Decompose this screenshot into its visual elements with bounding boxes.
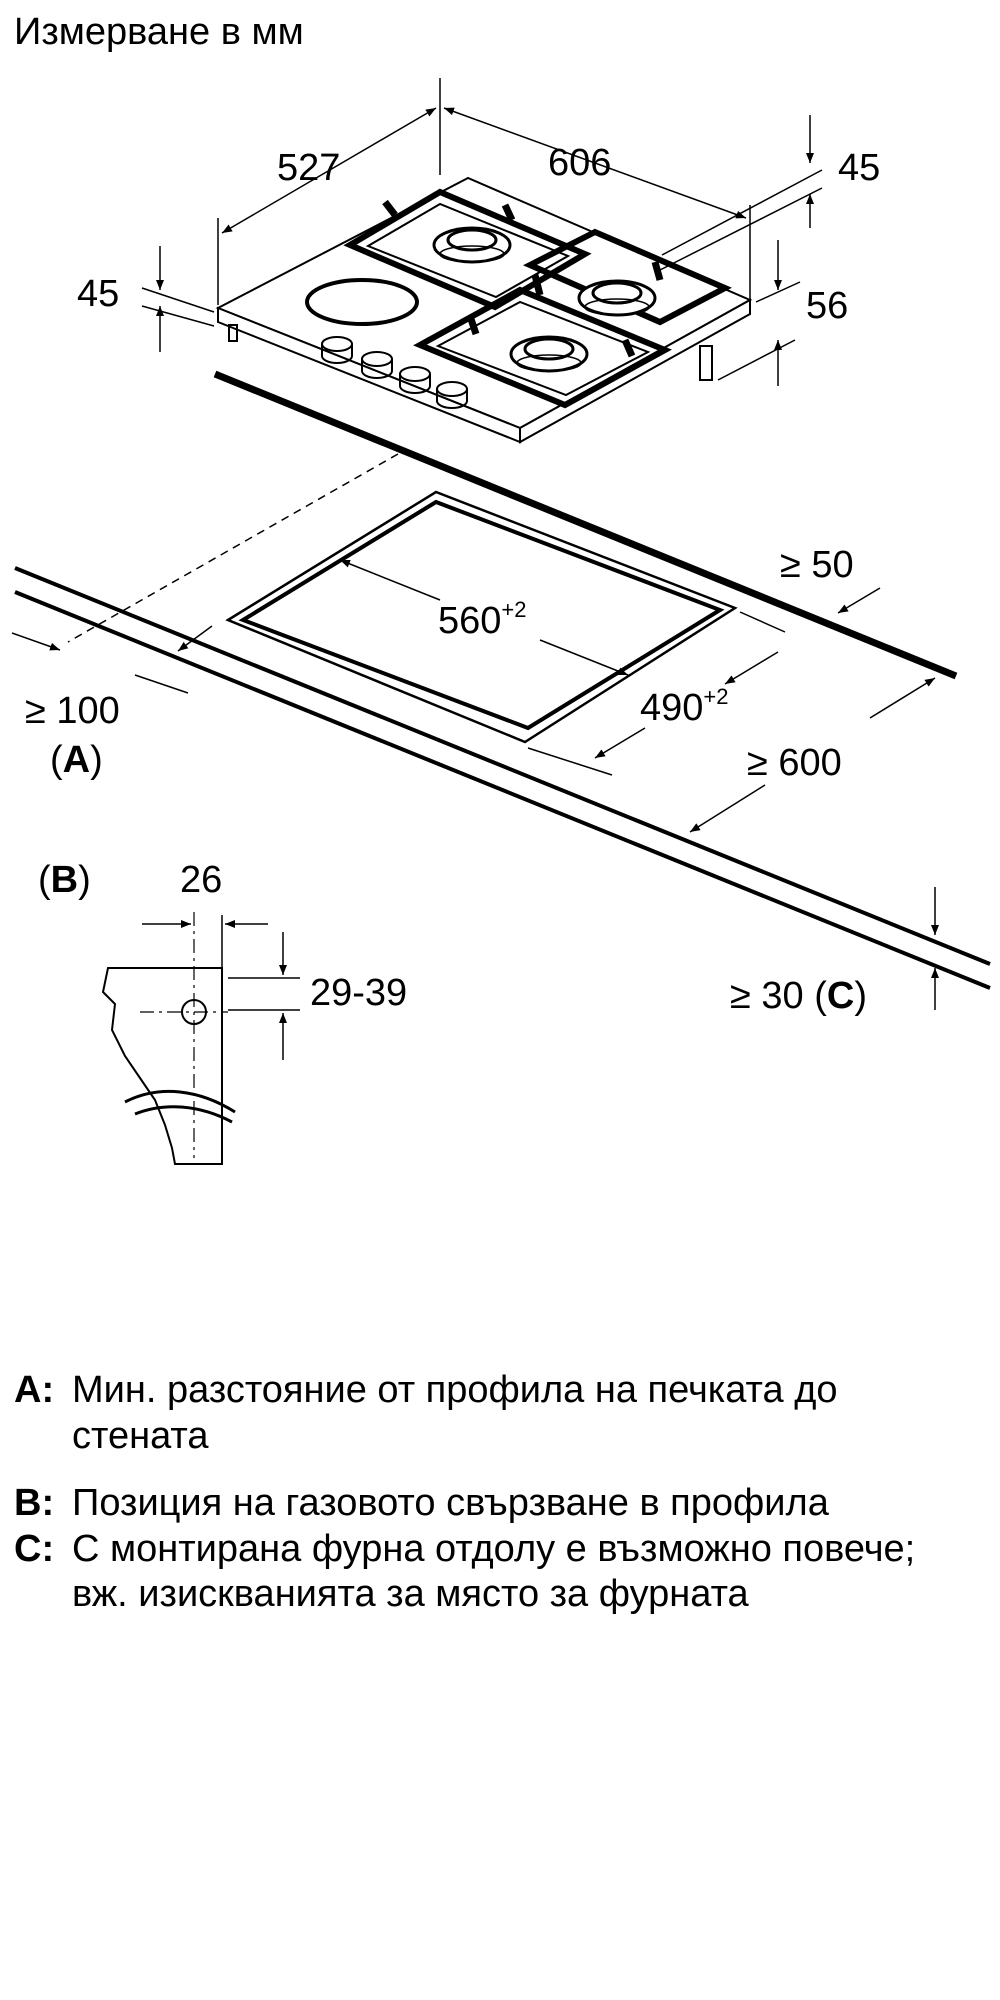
dimension-top-right-label: 45	[838, 147, 880, 189]
pan-support-front-inner	[435, 300, 651, 397]
back-clearance-label: ≥ 50	[780, 544, 854, 586]
worktop-dimension-lines	[11, 559, 939, 1010]
hob-illustration	[215, 176, 753, 444]
hob-foot-right	[699, 345, 713, 381]
control-knob-1	[321, 336, 353, 364]
dimension-left-height-label: 45	[77, 273, 119, 315]
dimension-right-height-label: 56	[806, 285, 848, 327]
gas-pipe-lower	[134, 1105, 233, 1124]
cutout-depth-label: 490+2	[640, 684, 729, 729]
worktop-front-edge-bottom	[14, 590, 991, 990]
legend-key: C:	[14, 1527, 55, 1570]
installation-diagram: 527 606 45 45 56 560+2 490+2 ≥ 50 ≥ 600 …	[11, 78, 991, 1165]
cutout-width-label: 560+2	[438, 597, 527, 642]
detail-width-label: 26	[180, 859, 222, 901]
gas-burner-back-left	[432, 226, 512, 264]
hob-side-edge	[519, 298, 751, 444]
gas-connection-detail	[101, 912, 300, 1165]
dimension-depth-label: 527	[277, 147, 340, 189]
wall-guide	[67, 453, 399, 643]
hob-foot-left	[228, 324, 238, 342]
legend-key: B:	[14, 1482, 55, 1525]
gas-burner-front	[509, 335, 589, 373]
worktop-clearance-label: ≥ 30 (C)	[730, 975, 867, 1017]
control-knob-4	[436, 381, 468, 409]
worktop-cutout-inner	[238, 499, 725, 731]
gas-pipe	[124, 1089, 236, 1114]
front-distance-label: ≥ 100	[25, 690, 120, 732]
worktop-back-edge	[213, 370, 958, 680]
legend-text: Позиция на газовото свързване в профила	[72, 1482, 829, 1525]
page-title: Измерване в мм	[14, 11, 304, 53]
control-knob-2	[361, 351, 393, 379]
dimension-width-label: 606	[548, 142, 611, 184]
worktop-front-edge-top	[14, 566, 991, 966]
legend: A: Мин. разстояние от профила на печката…	[14, 1368, 974, 1640]
detail-ref-label: (B)	[38, 859, 91, 901]
electric-hotplate	[305, 278, 419, 326]
front-distance-ref-label: (A)	[50, 739, 103, 781]
worktop-illustration	[14, 370, 991, 990]
legend-item-b: B: Позиция на газовото свързване в профи…	[14, 1481, 974, 1527]
profile-shape	[101, 967, 223, 1165]
legend-text: Мин. разстояние от профила на печката до…	[72, 1369, 838, 1457]
control-knob-3	[399, 366, 431, 394]
gas-burner-back-right	[577, 279, 657, 317]
hob-dimension-lines	[141, 78, 823, 386]
depth-clearance-label: ≥ 600	[747, 742, 842, 784]
detail-height-label: 29-39	[310, 972, 407, 1014]
pan-support-front	[413, 286, 672, 409]
legend-item-a: A: Мин. разстояние от профила на печката…	[14, 1368, 974, 1459]
legend-item-c: C: С монтирана фурна отдолу е възможно п…	[14, 1527, 974, 1618]
legend-text: С монтирана фурна отдолу е възможно пове…	[72, 1527, 916, 1616]
legend-key: A:	[14, 1369, 55, 1411]
